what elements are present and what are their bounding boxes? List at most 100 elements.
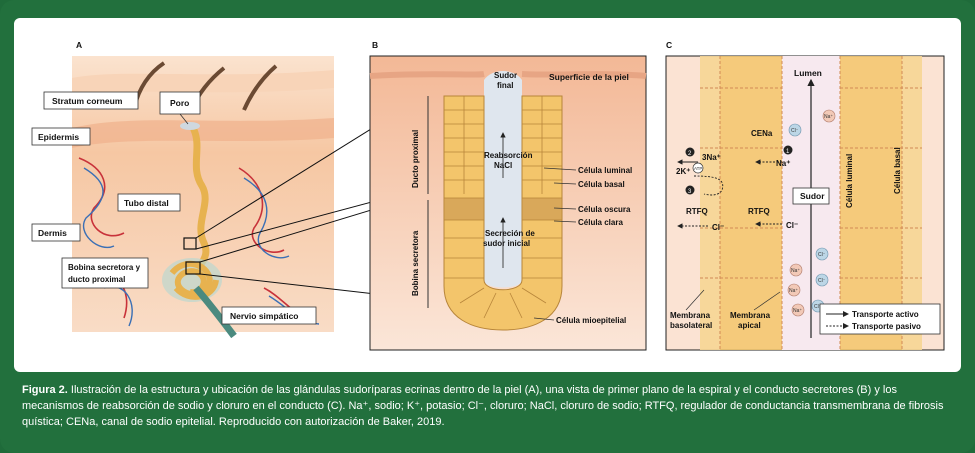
- secretory-coil-cells: [443, 197, 563, 319]
- skin-surface: [369, 71, 647, 79]
- sweat-duct: [190, 126, 210, 272]
- panel-c: C Lumen Na⁺ Cl⁻ Cl⁻: [665, 40, 945, 351]
- label-3na: 3Na⁺: [702, 153, 721, 162]
- label-celula-basal-c: Célula basal: [893, 147, 902, 194]
- leader-basal: [553, 182, 577, 185]
- leader-oscura: [553, 207, 577, 210]
- duct-lumen: [484, 71, 522, 288]
- ion-cl-2: Cl⁻: [815, 247, 829, 261]
- label-sudor-box: Sudor: [792, 187, 830, 205]
- label-rtfq-right: RTFQ: [748, 207, 770, 216]
- badge-2: 2: [685, 147, 695, 157]
- leader-clara: [553, 220, 577, 223]
- label-bobina: Bobina secretora y ducto proximal: [61, 257, 149, 289]
- label-bobina-line1: Bobina secretora y: [68, 263, 141, 272]
- label-sudor: Sudor: [800, 191, 825, 201]
- panel-a-letter: A: [76, 40, 82, 50]
- panel-c-letter: C: [666, 40, 672, 50]
- ion-na-2-text: Na⁺: [791, 268, 800, 274]
- ion-na-3-text: Na⁺: [789, 288, 798, 294]
- label-superficie: Superficie de la piel: [549, 72, 629, 82]
- label-reabsorcion-1: Reabsorción: [484, 151, 533, 160]
- hair-3: [242, 64, 278, 111]
- panel-a: A Stratum: [31, 40, 455, 339]
- label-bobina-line2: ducto proximal: [68, 275, 125, 284]
- ion-cl-3-text: Cl⁻: [818, 278, 826, 284]
- figure-panel-area: A Stratum: [14, 18, 961, 372]
- secretory-coil: [162, 258, 222, 302]
- cell-column-right-luminal: [840, 56, 902, 350]
- label-2k: 2K⁺: [676, 167, 690, 176]
- label-membrana-apical-2: apical: [738, 321, 761, 330]
- label-nervio: Nervio simpático: [221, 306, 317, 325]
- figure-illustration: A Stratum: [31, 40, 945, 351]
- label-cl-right: Cl⁻: [786, 221, 798, 230]
- ion-na-3: Na⁺: [787, 283, 801, 297]
- label-celula-luminal-c: Célula luminal: [845, 154, 854, 208]
- panel-b: B Sudor final Reabsorción NaCl S: [369, 40, 647, 351]
- stratum-layer: [72, 70, 334, 96]
- cell-column-left-basal: [700, 56, 720, 350]
- label-cl-left: Cl⁻: [712, 223, 724, 232]
- leader-baso: [685, 289, 705, 311]
- label-membrana-baso-2: basolateral: [670, 321, 712, 330]
- label-stratum: Stratum corneum: [43, 91, 139, 110]
- label-dermis-text: Dermis: [38, 228, 67, 238]
- label-celula-clara: Célula clara: [578, 218, 623, 227]
- label-tubo-distal: Tubo distal: [117, 193, 181, 212]
- legend-activo: Transporte activo: [852, 310, 919, 319]
- proximal-duct-cells: [444, 96, 562, 194]
- badge-2-text: 2: [688, 151, 692, 157]
- label-celula-oscura: Célula oscura: [578, 205, 631, 214]
- label-dermis: Dermis: [31, 223, 81, 242]
- label-membrana-baso-1: Membrana: [670, 311, 711, 320]
- label-membrana-apical-1: Membrana: [730, 311, 771, 320]
- label-rtfq-left: RTFQ: [686, 207, 708, 216]
- label-sudor-final-1: Sudor: [494, 71, 517, 80]
- ion-na-4-text: Na⁺: [793, 308, 802, 314]
- badge-3: 3: [685, 185, 695, 195]
- ion-cl-1-text: Cl⁻: [791, 128, 799, 134]
- arrow-k-recycle: [693, 175, 724, 196]
- label-ducto-proximal-vertical: Ducto proximal: [411, 130, 420, 188]
- label-celula-mioepitelial: Célula mioepitelial: [556, 316, 626, 325]
- label-reabsorcion-2: NaCl: [494, 161, 512, 170]
- ion-cl-3: Cl⁻: [815, 273, 829, 287]
- ion-cl-2-text: Cl⁻: [818, 252, 826, 258]
- label-poro: Poro: [159, 91, 201, 125]
- legend-pasivo: Transporte pasivo: [852, 322, 921, 331]
- cell-column-right-basal: [902, 56, 922, 350]
- atp-pump: ATP: [692, 162, 704, 174]
- ion-cl-4-text: Cl⁻: [814, 304, 822, 310]
- cell-wall: [443, 95, 563, 331]
- label-tubo-distal-text: Tubo distal: [124, 198, 169, 208]
- ion-na-2: Na⁺: [789, 263, 803, 277]
- figure-caption: Figura 2. Ilustración de la estructura y…: [22, 382, 957, 430]
- membranes: [700, 56, 922, 350]
- ion-na-1-text: Na⁺: [824, 114, 833, 120]
- badge-1: 1: [783, 145, 793, 155]
- caption-text: Ilustración de la estructura y ubicación…: [22, 384, 944, 428]
- leader-mioepitelial: [533, 317, 555, 321]
- label-poro-text: Poro: [170, 98, 189, 108]
- pore: [180, 122, 200, 130]
- ion-na-4: Na⁺: [791, 303, 805, 317]
- label-secrecion-2: sudor inicial: [483, 239, 530, 248]
- label-cena: CENa: [751, 129, 773, 138]
- label-celula-luminal: Célula luminal: [578, 166, 632, 175]
- leader-luminal: [543, 167, 577, 171]
- zoom-box-coil: [185, 261, 201, 275]
- label-sudor-final-2: final: [497, 81, 513, 90]
- legend-box: Transporte activo Transporte pasivo: [819, 303, 941, 335]
- label-bobina-secretora-vertical: Bobina secretora: [411, 230, 420, 296]
- label-epidermis-text: Epidermis: [38, 132, 79, 142]
- label-epidermis: Epidermis: [31, 127, 91, 146]
- label-nervio-text: Nervio simpático: [230, 311, 299, 321]
- sympathetic-nerve: [193, 285, 237, 339]
- atp-text: ATP: [694, 166, 702, 171]
- ion-cl-1: Cl⁻: [788, 123, 802, 137]
- leader-apical: [753, 291, 781, 311]
- badge-1-text: 1: [786, 149, 790, 155]
- label-na-plus: Na⁺: [776, 159, 790, 168]
- badge-3-text: 3: [688, 189, 692, 195]
